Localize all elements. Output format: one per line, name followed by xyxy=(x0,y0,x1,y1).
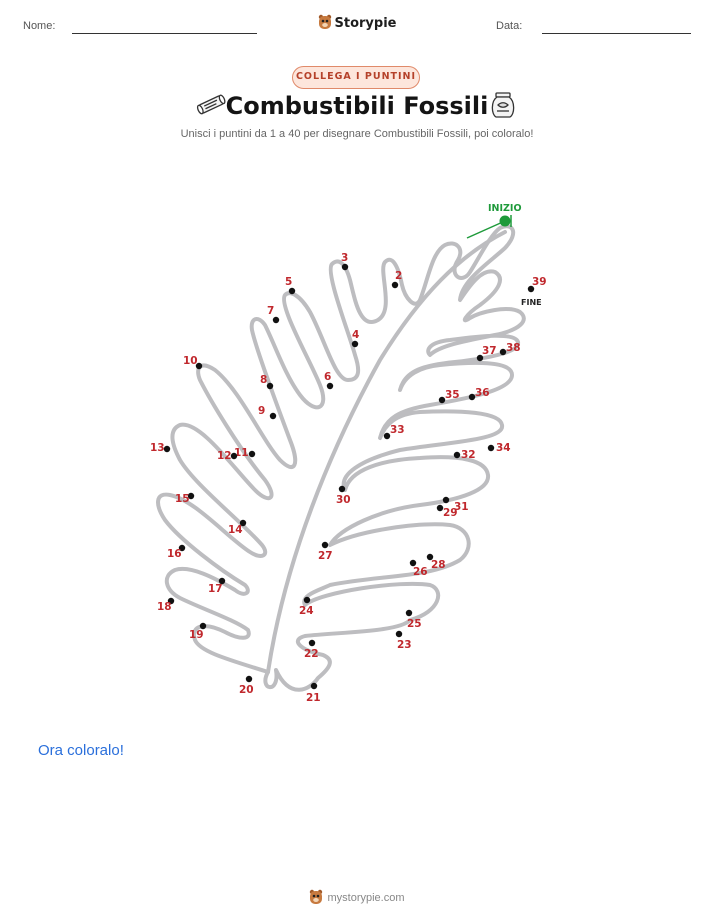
end-label: FINE xyxy=(521,298,542,307)
dot-13[interactable] xyxy=(163,445,171,453)
dot-label-24: 24 xyxy=(299,605,314,617)
dot-label-12: 12 xyxy=(217,450,232,462)
dot-5[interactable] xyxy=(288,287,296,295)
dot-label-19: 19 xyxy=(189,629,204,641)
dot-31[interactable] xyxy=(442,496,450,504)
dot-label-5: 5 xyxy=(285,276,292,288)
dot-label-16: 16 xyxy=(167,548,182,560)
date-label: Data: xyxy=(496,20,523,32)
dot-4[interactable] xyxy=(351,340,359,348)
dot-33[interactable] xyxy=(383,432,391,440)
dot-36[interactable] xyxy=(468,393,476,401)
dot-label-4: 4 xyxy=(352,329,359,341)
dot-17[interactable] xyxy=(218,577,226,585)
dot-label-7: 7 xyxy=(267,305,274,317)
dot-label-15: 15 xyxy=(175,493,190,505)
start-label: INIZIO xyxy=(488,203,522,214)
dot-21[interactable] xyxy=(310,682,318,690)
activity-badge: COLLEGA I PUNTINI xyxy=(292,66,420,89)
dot-20[interactable] xyxy=(245,675,253,683)
dot-label-29: 29 xyxy=(443,507,458,519)
dot-39[interactable] xyxy=(527,285,535,293)
dot-layer: 2345678910111213141516171819202122232425… xyxy=(150,252,547,704)
dot-32[interactable] xyxy=(453,451,461,459)
dot-35[interactable] xyxy=(438,396,446,404)
footer-url[interactable]: mystorypie.com xyxy=(327,892,405,904)
dot-label-37: 37 xyxy=(482,345,497,357)
leaf-outline xyxy=(156,224,526,692)
dot-label-31: 31 xyxy=(454,501,469,513)
dot-label-34: 34 xyxy=(496,442,511,454)
dot-12[interactable] xyxy=(230,452,238,460)
dot-22[interactable] xyxy=(308,639,316,647)
fossil-jar-icon xyxy=(491,92,515,118)
dot-19[interactable] xyxy=(199,622,207,630)
dot-label-25: 25 xyxy=(407,618,422,630)
dot-23[interactable] xyxy=(395,630,403,638)
dot-label-27: 27 xyxy=(318,550,333,562)
dot-label-28: 28 xyxy=(431,559,446,571)
dot-28[interactable] xyxy=(426,553,434,561)
color-prompt: Ora coloralo! xyxy=(38,742,124,759)
dot-label-11: 11 xyxy=(234,447,249,459)
dot-label-22: 22 xyxy=(304,648,319,660)
dot-label-14: 14 xyxy=(228,524,243,536)
mascot-icon xyxy=(310,889,323,904)
dot-6[interactable] xyxy=(326,382,334,390)
dot-label-10: 10 xyxy=(183,355,198,367)
name-label: Nome: xyxy=(23,20,56,32)
dot-label-23: 23 xyxy=(397,639,412,651)
dot-2[interactable] xyxy=(391,281,399,289)
dot-label-30: 30 xyxy=(336,494,351,506)
dot-18[interactable] xyxy=(167,597,175,605)
dot-label-6: 6 xyxy=(324,371,331,383)
dot-label-17: 17 xyxy=(208,583,223,595)
dot-label-35: 35 xyxy=(445,389,460,401)
brand-name: Storypie xyxy=(334,16,397,31)
dot-14[interactable] xyxy=(239,519,247,527)
footer: mystorypie.com xyxy=(0,889,714,905)
brand-logo: Storypie xyxy=(0,14,714,31)
dot-label-3: 3 xyxy=(341,252,348,264)
dot-label-18: 18 xyxy=(157,601,172,613)
dot-label-20: 20 xyxy=(239,684,254,696)
dot-label-36: 36 xyxy=(475,387,490,399)
dot-9[interactable] xyxy=(269,412,277,420)
dot-15[interactable] xyxy=(187,492,195,500)
dot-label-8: 8 xyxy=(260,374,267,386)
dot-label-33: 33 xyxy=(390,424,405,436)
dot-8[interactable] xyxy=(266,382,274,390)
dot-26[interactable] xyxy=(409,559,417,567)
dot-11[interactable] xyxy=(248,450,256,458)
scroll-icon xyxy=(196,94,226,115)
dot-30[interactable] xyxy=(338,485,346,493)
date-line[interactable] xyxy=(542,33,691,34)
dot-label-39: 39 xyxy=(532,276,547,288)
dot-label-13: 13 xyxy=(150,442,165,454)
dot-label-9: 9 xyxy=(258,405,265,417)
dot-label-26: 26 xyxy=(413,566,428,578)
dot-34[interactable] xyxy=(487,444,495,452)
start-dot[interactable] xyxy=(499,215,511,227)
dot-label-21: 21 xyxy=(306,692,321,704)
dot-10[interactable] xyxy=(195,362,203,370)
mascot-icon xyxy=(318,14,331,29)
dot-16[interactable] xyxy=(178,544,186,552)
page-title: Combustibili Fossili xyxy=(225,92,489,120)
dot-25[interactable] xyxy=(405,609,413,617)
dot-24[interactable] xyxy=(303,596,311,604)
dot-7[interactable] xyxy=(272,316,280,324)
dot-29[interactable] xyxy=(436,504,444,512)
dot-27[interactable] xyxy=(321,541,329,549)
dot-label-32: 32 xyxy=(461,449,476,461)
dot-label-38: 38 xyxy=(506,342,521,354)
name-line[interactable] xyxy=(72,33,257,34)
dot-3[interactable] xyxy=(341,263,349,271)
instructions: Unisci i puntini da 1 a 40 per disegnare… xyxy=(180,128,534,140)
dot-38[interactable] xyxy=(499,348,507,356)
dot-label-2: 2 xyxy=(395,270,402,282)
dot-37[interactable] xyxy=(476,354,484,362)
leaf-contour xyxy=(156,224,526,692)
